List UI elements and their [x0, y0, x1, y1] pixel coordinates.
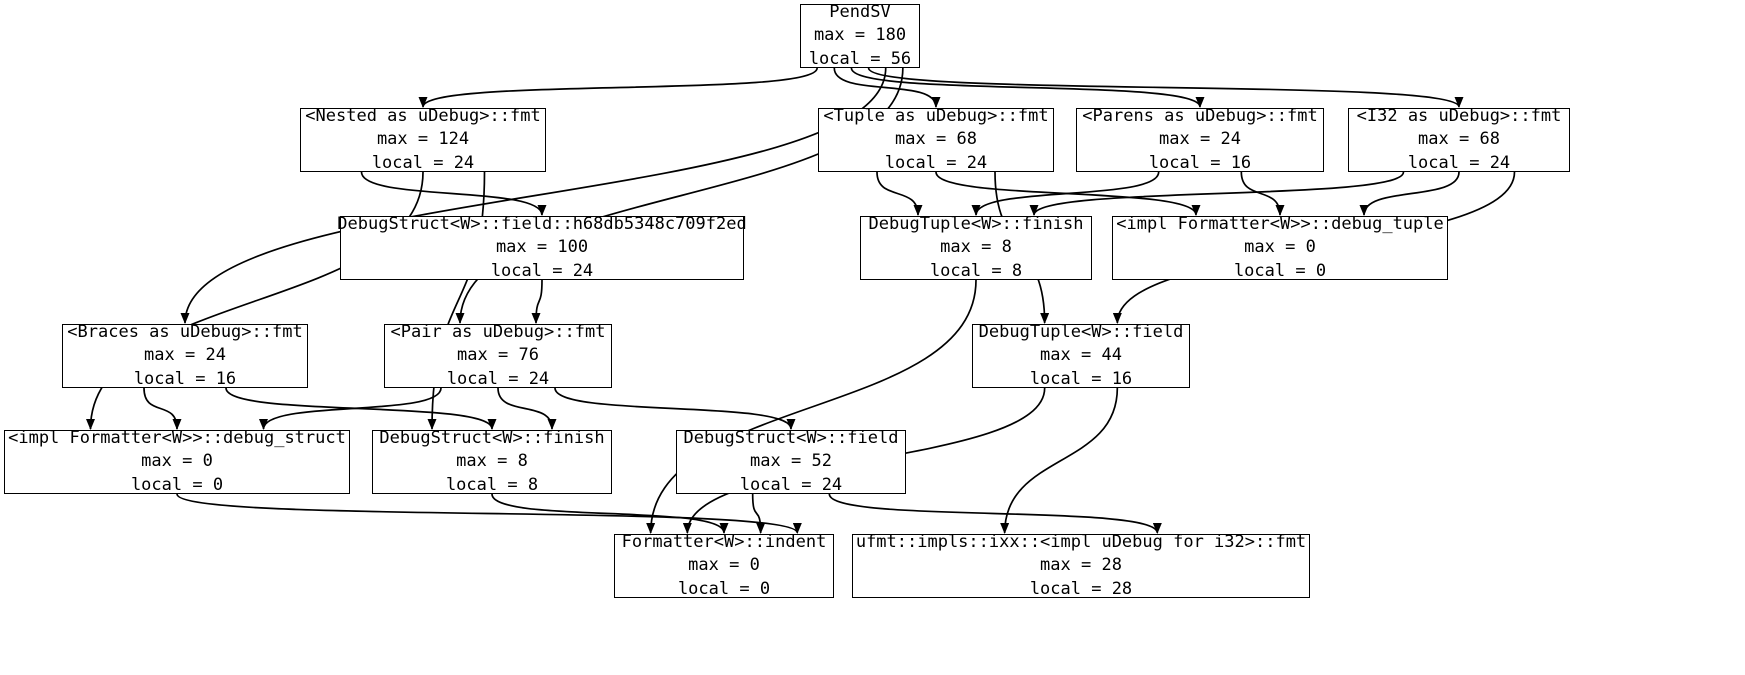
- node-label: <Tuple as uDebug>::fmt: [823, 105, 1049, 126]
- graph-edge-debug_struct-to-indent: [176, 493, 802, 534]
- node-max: max = 8: [456, 451, 528, 472]
- node-local: local = 8: [929, 260, 1023, 281]
- node-label: DebugStruct<W>::field::h68db5348c709f2ed: [337, 213, 747, 234]
- node-max: max = 180: [813, 25, 907, 46]
- graph-edge-pendsv-to-nested_fmt: [418, 67, 818, 108]
- node-max: max = 8: [940, 237, 1012, 258]
- node-local: local = 24: [490, 260, 594, 281]
- graph-node-ds_field_hash[interactable]: DebugStruct<W>::field::h68db5348c709f2ed…: [337, 213, 747, 281]
- node-local: local = 16: [1029, 368, 1133, 389]
- node-label: DebugStruct<W>::finish: [379, 427, 605, 448]
- node-label: Formatter<W>::indent: [621, 531, 827, 552]
- node-label: <Braces as uDebug>::fmt: [67, 321, 303, 342]
- graph-edge-ds_field-to-ixx_i32_fmt: [828, 493, 1162, 534]
- node-label: <Pair as uDebug>::fmt: [390, 321, 606, 342]
- graph-edge-braces_fmt-to-debug_struct: [143, 387, 182, 430]
- node-max: max = 0: [688, 555, 760, 576]
- node-local: local = 24: [1407, 152, 1511, 173]
- node-label: ufmt::impls::ixx::<impl uDebug for i32>:…: [855, 531, 1307, 552]
- node-local: local = 24: [371, 152, 475, 173]
- graph-edge-pendsv-to-parens_fmt: [850, 67, 1205, 108]
- node-local: local = 56: [808, 48, 912, 69]
- graph-edge-i32_fmt-to-debug_tuple: [1359, 171, 1460, 216]
- node-max: max = 24: [1159, 129, 1241, 150]
- graph-edge-pair_fmt-to-ds_finish: [497, 387, 557, 430]
- node-max: max = 0: [141, 451, 213, 472]
- node-label: <impl Formatter<W>>::debug_struct: [8, 427, 346, 448]
- graph-edge-ds_field_hash-to-pair_fmt: [531, 279, 543, 324]
- node-max: max = 24: [144, 345, 226, 366]
- graph-edge-nested_fmt-to-ds_field_hash: [360, 171, 547, 216]
- graph-edge-pair_fmt-to-ds_field: [554, 387, 796, 430]
- graph-edge-dt_field-to-ixx_i32_fmt: [1000, 387, 1119, 534]
- graph-edge-i32_fmt-to-dt_finish: [1029, 171, 1405, 216]
- node-label: DebugTuple<W>::field: [978, 321, 1184, 342]
- node-local: local = 24: [884, 152, 988, 173]
- node-local: local = 16: [1148, 152, 1252, 173]
- node-label: DebugStruct<W>::field: [683, 427, 899, 448]
- graph-edge-pendsv-to-i32_fmt: [867, 67, 1464, 108]
- node-label: <I32 as uDebug>::fmt: [1356, 105, 1562, 126]
- node-local: local = 24: [739, 474, 843, 495]
- graph-edge-pair_fmt-to-debug_struct: [259, 387, 442, 430]
- node-max: max = 52: [750, 451, 832, 472]
- node-label: PendSV: [829, 1, 891, 22]
- graph-edge-dt_finish-to-indent: [646, 279, 977, 534]
- graph-edge-tuple_fmt-to-dt_finish: [876, 171, 923, 216]
- node-max: max = 76: [457, 345, 539, 366]
- node-label: <Parens as uDebug>::fmt: [1082, 105, 1318, 126]
- graph-edge-pendsv-to-tuple_fmt: [833, 67, 941, 108]
- node-label: <impl Formatter<W>>::debug_tuple: [1116, 213, 1444, 234]
- graph-edge-parens_fmt-to-debug_tuple: [1240, 171, 1285, 216]
- node-max: max = 124: [376, 129, 470, 150]
- node-local: local = 16: [133, 368, 237, 389]
- node-max: max = 0: [1244, 237, 1316, 258]
- node-max: max = 44: [1040, 345, 1122, 366]
- node-local: local = 0: [130, 474, 224, 495]
- node-local: local = 28: [1029, 578, 1133, 599]
- node-local: local = 0: [1233, 260, 1327, 281]
- node-max: max = 100: [495, 237, 589, 258]
- graph-edge-ds_finish-to-indent: [491, 493, 729, 534]
- node-local: local = 8: [445, 474, 539, 495]
- graph-node-ixx_i32_fmt[interactable]: ufmt::impls::ixx::<impl uDebug for i32>:…: [852, 531, 1310, 599]
- graph-edge-parens_fmt-to-dt_finish: [971, 171, 1160, 216]
- graph-edge-ds_field-to-indent: [751, 493, 766, 534]
- node-label: DebugTuple<W>::finish: [868, 213, 1084, 234]
- node-local: local = 24: [446, 368, 550, 389]
- node-max: max = 28: [1040, 555, 1122, 576]
- node-label: <Nested as uDebug>::fmt: [305, 105, 541, 126]
- node-max: max = 68: [895, 129, 977, 150]
- node-local: local = 0: [677, 578, 771, 599]
- node-max: max = 68: [1418, 129, 1500, 150]
